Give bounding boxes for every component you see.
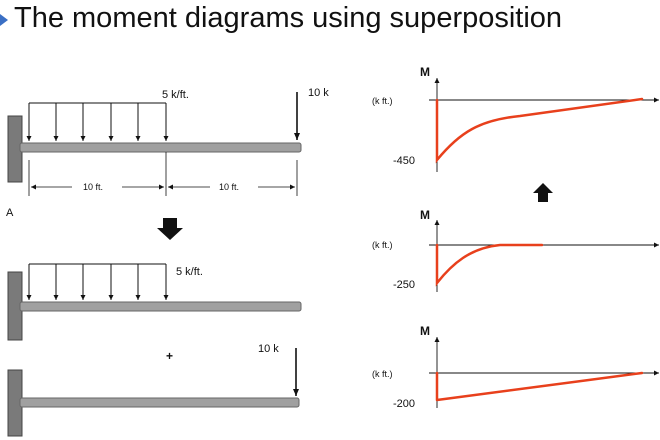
m-axis-label-case1: M (420, 208, 430, 222)
m-axis-label-combined: M (420, 65, 430, 79)
case1-beam-group: 5 k/ft. (7, 263, 302, 341)
distributed-load-label-case1: 5 k/ft. (176, 266, 203, 278)
beam-case1 (19, 301, 302, 312)
min-label-case2: -200 (393, 398, 415, 410)
case2-beam-group: 10 k (7, 343, 300, 437)
beam-combined (19, 142, 302, 153)
moment-diagram-combined: M (k ft.) -450 (372, 65, 659, 172)
dimension-lines-combined (28, 152, 298, 196)
m-axis-label-case2: M (420, 324, 430, 338)
down-arrow-icon (157, 218, 183, 240)
slide-title: The moment diagrams using superposition (14, 2, 563, 34)
min-label-case1: -250 (393, 279, 415, 291)
moment-curve-combined (435, 97, 644, 164)
point-load-label-combined: 10 k (308, 87, 329, 99)
moment-curve-case2 (435, 371, 644, 402)
dimension-label-left: 10 ft. (83, 182, 103, 192)
min-label-combined: -450 (393, 155, 415, 167)
beam-case2 (19, 397, 300, 408)
unit-label-combined: (k ft.) (372, 96, 393, 106)
combined-beam-group: 5 k/ft. 10 k 10 ft. 10 ft. A (6, 87, 329, 219)
dimension-label-right: 10 ft. (219, 182, 239, 192)
unit-label-case2: (k ft.) (372, 369, 393, 379)
distributed-load-case1 (26, 263, 169, 300)
plus-sign: + (166, 349, 173, 363)
title-bullet-icon (0, 14, 8, 26)
moment-diagram-case2: M (k ft.) -200 (372, 324, 659, 410)
moment-curve-case1 (435, 243, 544, 287)
point-load-label-case2: 10 k (258, 343, 279, 355)
up-arrow-icon (533, 183, 553, 202)
moment-diagram-case1: M (k ft.) -250 (372, 208, 659, 292)
support-label-a: A (6, 207, 14, 219)
distributed-load-label-combined: 5 k/ft. (162, 89, 189, 101)
distributed-load-combined (26, 102, 169, 141)
unit-label-case1: (k ft.) (372, 240, 393, 250)
